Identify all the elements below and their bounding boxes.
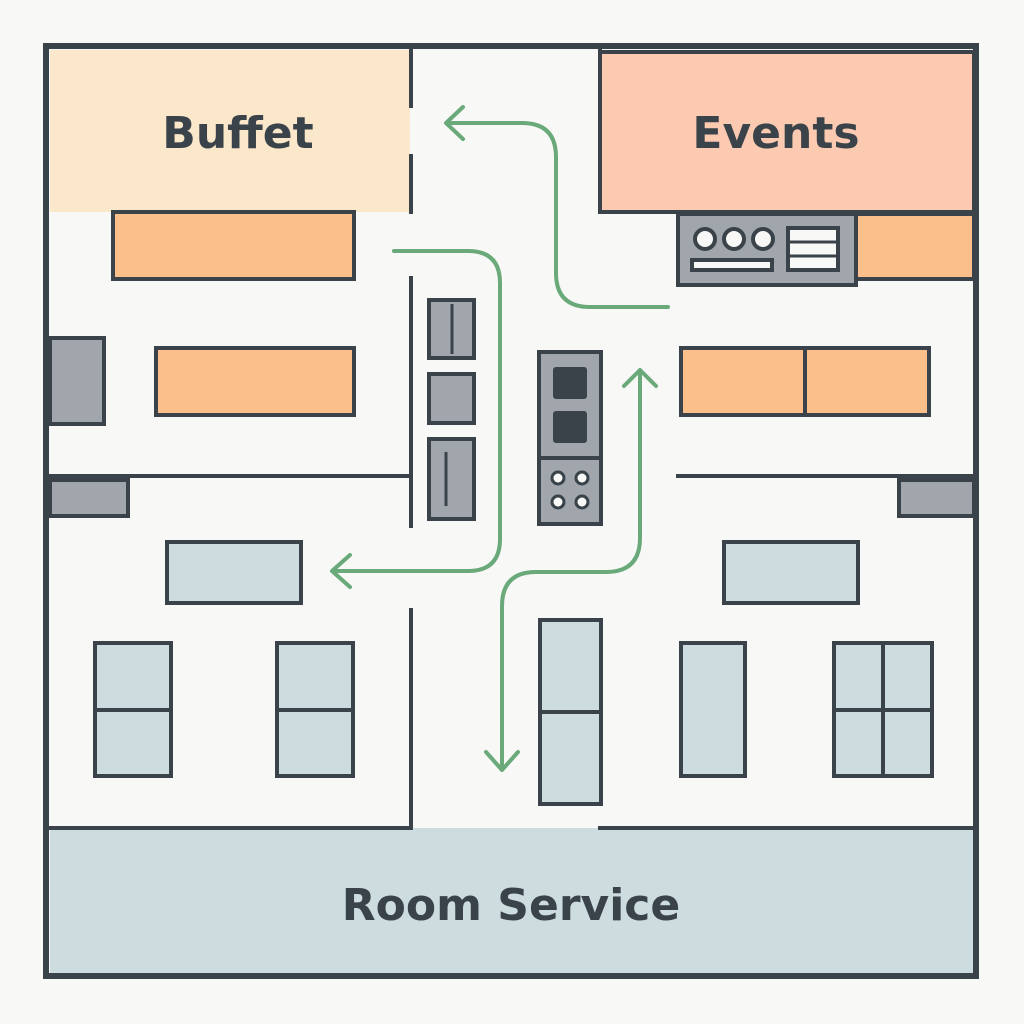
flow-arrow-to-buffet-head [444, 105, 465, 141]
storage-dividers [95, 643, 932, 776]
flow-arrow-down-head [484, 750, 520, 772]
burner-1 [550, 470, 566, 486]
range-knob-1 [693, 227, 717, 251]
flow-arrow-to-left-table [332, 249, 502, 573]
right-shelf-unit [897, 478, 976, 518]
fridge-unit-2 [427, 372, 476, 425]
interior-walls [48, 48, 976, 830]
flow-arrow-to-left-table-head [330, 553, 352, 589]
burner-3 [550, 494, 566, 510]
burner-2 [574, 470, 590, 486]
room-service-zone [50, 828, 974, 974]
range-knob-2 [722, 227, 746, 251]
room-service-label: Room Service [342, 880, 680, 931]
fridge-unit-3 [427, 437, 476, 521]
events-range-unit [676, 212, 858, 287]
prep-counters [111, 210, 976, 417]
left-shelf-unit [48, 478, 130, 518]
shelf-c [679, 641, 747, 778]
buffet-counter [111, 210, 356, 281]
burner-4 [574, 494, 590, 510]
range-handle [690, 258, 774, 272]
flow-arrows [330, 105, 670, 772]
range-panel [786, 226, 840, 272]
range-knob-3 [751, 227, 775, 251]
right-prep-counter-b [803, 346, 931, 417]
left-prep-counter [154, 346, 356, 417]
wall-units [48, 336, 976, 518]
right-table [722, 540, 860, 605]
flow-arrow-to-buffet [446, 121, 670, 309]
flow-arrow-vertical [500, 370, 642, 770]
buffet-label: Buffet [162, 108, 313, 159]
right-prep-counter-a [679, 346, 807, 417]
events-side-counter [854, 212, 976, 281]
buffet-zone [50, 50, 410, 212]
center-fridge-column [427, 298, 476, 521]
oven-door-upper [553, 367, 587, 399]
left-wall-unit [48, 336, 106, 426]
events-label: Events [692, 108, 859, 159]
left-table [165, 540, 303, 605]
oven-door-lower [553, 411, 587, 443]
center-oven-unit [537, 350, 603, 526]
flow-arrow-up-head [622, 368, 658, 388]
